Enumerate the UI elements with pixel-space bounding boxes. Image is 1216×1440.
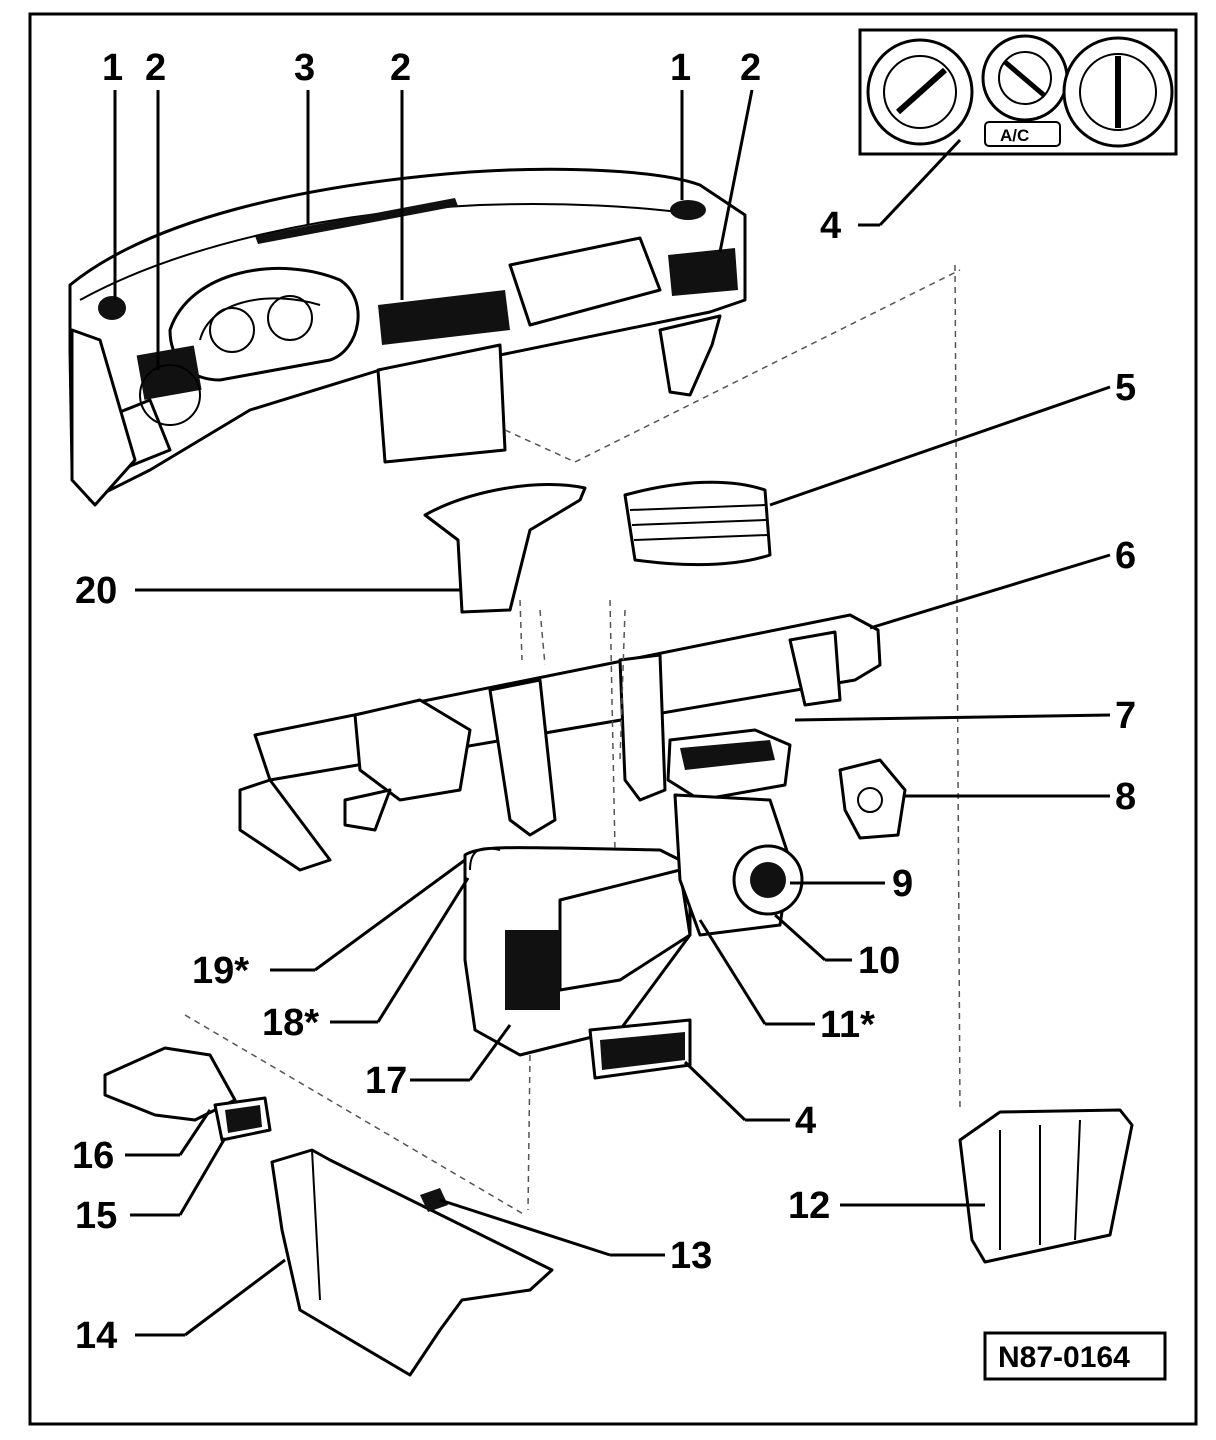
clip-13 <box>420 1188 448 1212</box>
diagram-frame <box>28 12 1198 1426</box>
dust-pollen-filter <box>666 728 792 802</box>
callout-1: 1 <box>670 47 691 89</box>
callout-8: 8 <box>1115 776 1136 818</box>
callout-3: 3 <box>294 47 315 89</box>
callout-20: 20 <box>75 570 117 612</box>
callout-10: 10 <box>858 940 900 982</box>
callout-13: 13 <box>670 1235 712 1277</box>
callout-15: 15 <box>75 1195 117 1237</box>
callout-labels: 1 2 3 2 1 2 4 5 20 6 7 8 9 19* 10 18* 11… <box>72 47 1136 1357</box>
callout-19: 19* <box>192 950 249 992</box>
callout-6: 6 <box>1115 535 1136 577</box>
center-air-duct <box>623 480 772 567</box>
callout-2: 2 <box>740 47 761 89</box>
floor-duct-14 <box>270 1148 554 1377</box>
actuator-part-8 <box>838 758 907 840</box>
ac-button-label: A/C <box>1000 126 1029 145</box>
callout-12: 12 <box>788 1185 830 1227</box>
dashboard-crossmember <box>238 613 882 872</box>
rear-vent-duct-12 <box>958 1108 1134 1264</box>
callout-14: 14 <box>75 1315 117 1357</box>
side-vent-outlet-15 <box>213 1096 272 1142</box>
callout-9: 9 <box>892 863 913 905</box>
reference-code: N87-0164 <box>998 1341 1130 1374</box>
callout-2: 2 <box>390 47 411 89</box>
callout-11: 11* <box>820 1004 875 1046</box>
callout-18: 18* <box>262 1002 319 1044</box>
callout-7: 7 <box>1115 695 1136 737</box>
callout-17: 17 <box>365 1060 407 1102</box>
climate-control-panel: A/C <box>858 28 1178 156</box>
callout-16: 16 <box>72 1135 114 1177</box>
callout-4: 4 <box>795 1100 816 1142</box>
callout-4: 4 <box>820 205 841 247</box>
dashboard-panel <box>68 167 747 507</box>
assembly-guide-lines <box>184 264 961 1216</box>
heater-blower-housing <box>463 793 804 1080</box>
callout-2: 2 <box>145 47 166 89</box>
reference-code-box: N87-0164 <box>983 1331 1167 1381</box>
callout-5: 5 <box>1115 367 1136 409</box>
leader-lines <box>113 89 1111 1337</box>
callout-1: 1 <box>102 47 123 89</box>
footwell-duct-left <box>423 482 587 614</box>
